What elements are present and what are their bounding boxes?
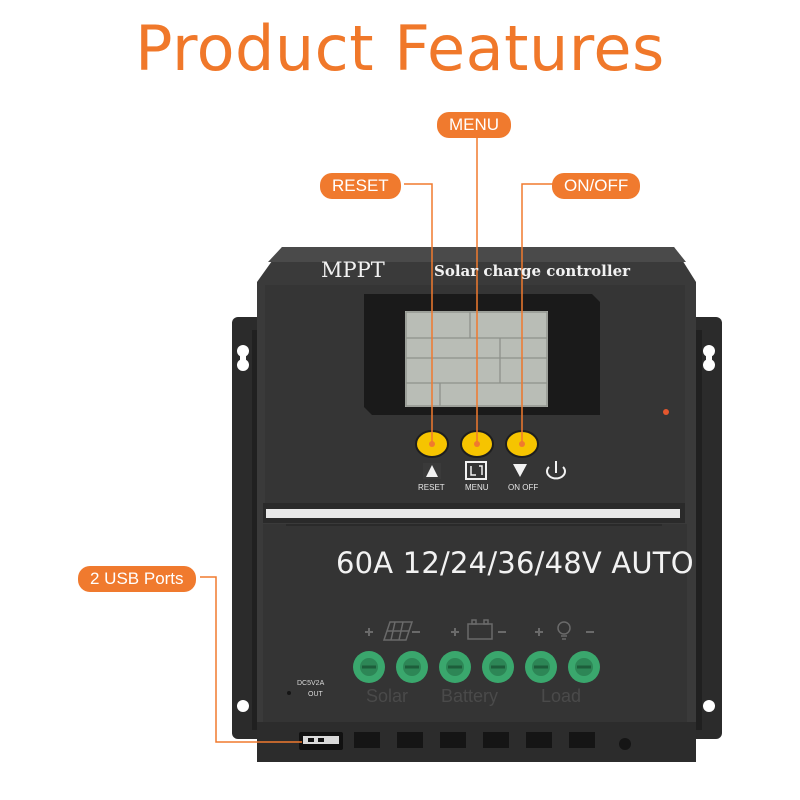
menu-label: MENU [465,483,489,492]
brand-label: MPPT [321,258,385,282]
separator-strip [266,509,680,518]
terminal-label-battery: Battery [441,686,499,706]
terminal-label-solar: Solar [366,686,409,706]
menu-icon [465,461,487,480]
terminal-screw-icon [439,651,471,683]
terminal-screw-icon [525,651,557,683]
status-led-icon [663,409,669,415]
terminal-screw-icon [482,651,514,683]
terminal-screw-icon [396,651,428,683]
onoff-label: ON OFF [508,483,539,492]
down-arrow-icon [513,464,527,477]
terminal-label-load: Load [541,686,582,706]
usb-out-label: OUT [308,691,323,698]
page-title: Product Features [135,12,665,85]
callout-onoff: ON/OFF [552,173,641,199]
callout-usb-ports: 2 USB Ports [78,566,196,592]
usb-rating-label: DC5V2A [297,680,325,687]
battery-icon [467,619,493,640]
device-subtitle: Solar charge controller [434,262,631,280]
bulb-icon [557,621,571,640]
leader-lines [200,134,553,743]
power-icon [546,461,566,480]
terminal-screw-icon [568,651,600,683]
reset-label: RESET [418,483,445,492]
port-hole-icon [619,738,631,750]
terminal-screw-icon [353,651,385,683]
terminal-row [353,651,600,683]
spec-label: 60A 12/24/36/48V AUTO [336,546,694,580]
callout-reset: RESET [320,173,401,199]
callout-menu: MENU [437,112,512,138]
solar-panel-icon [382,621,414,641]
up-arrow-icon [426,465,438,477]
